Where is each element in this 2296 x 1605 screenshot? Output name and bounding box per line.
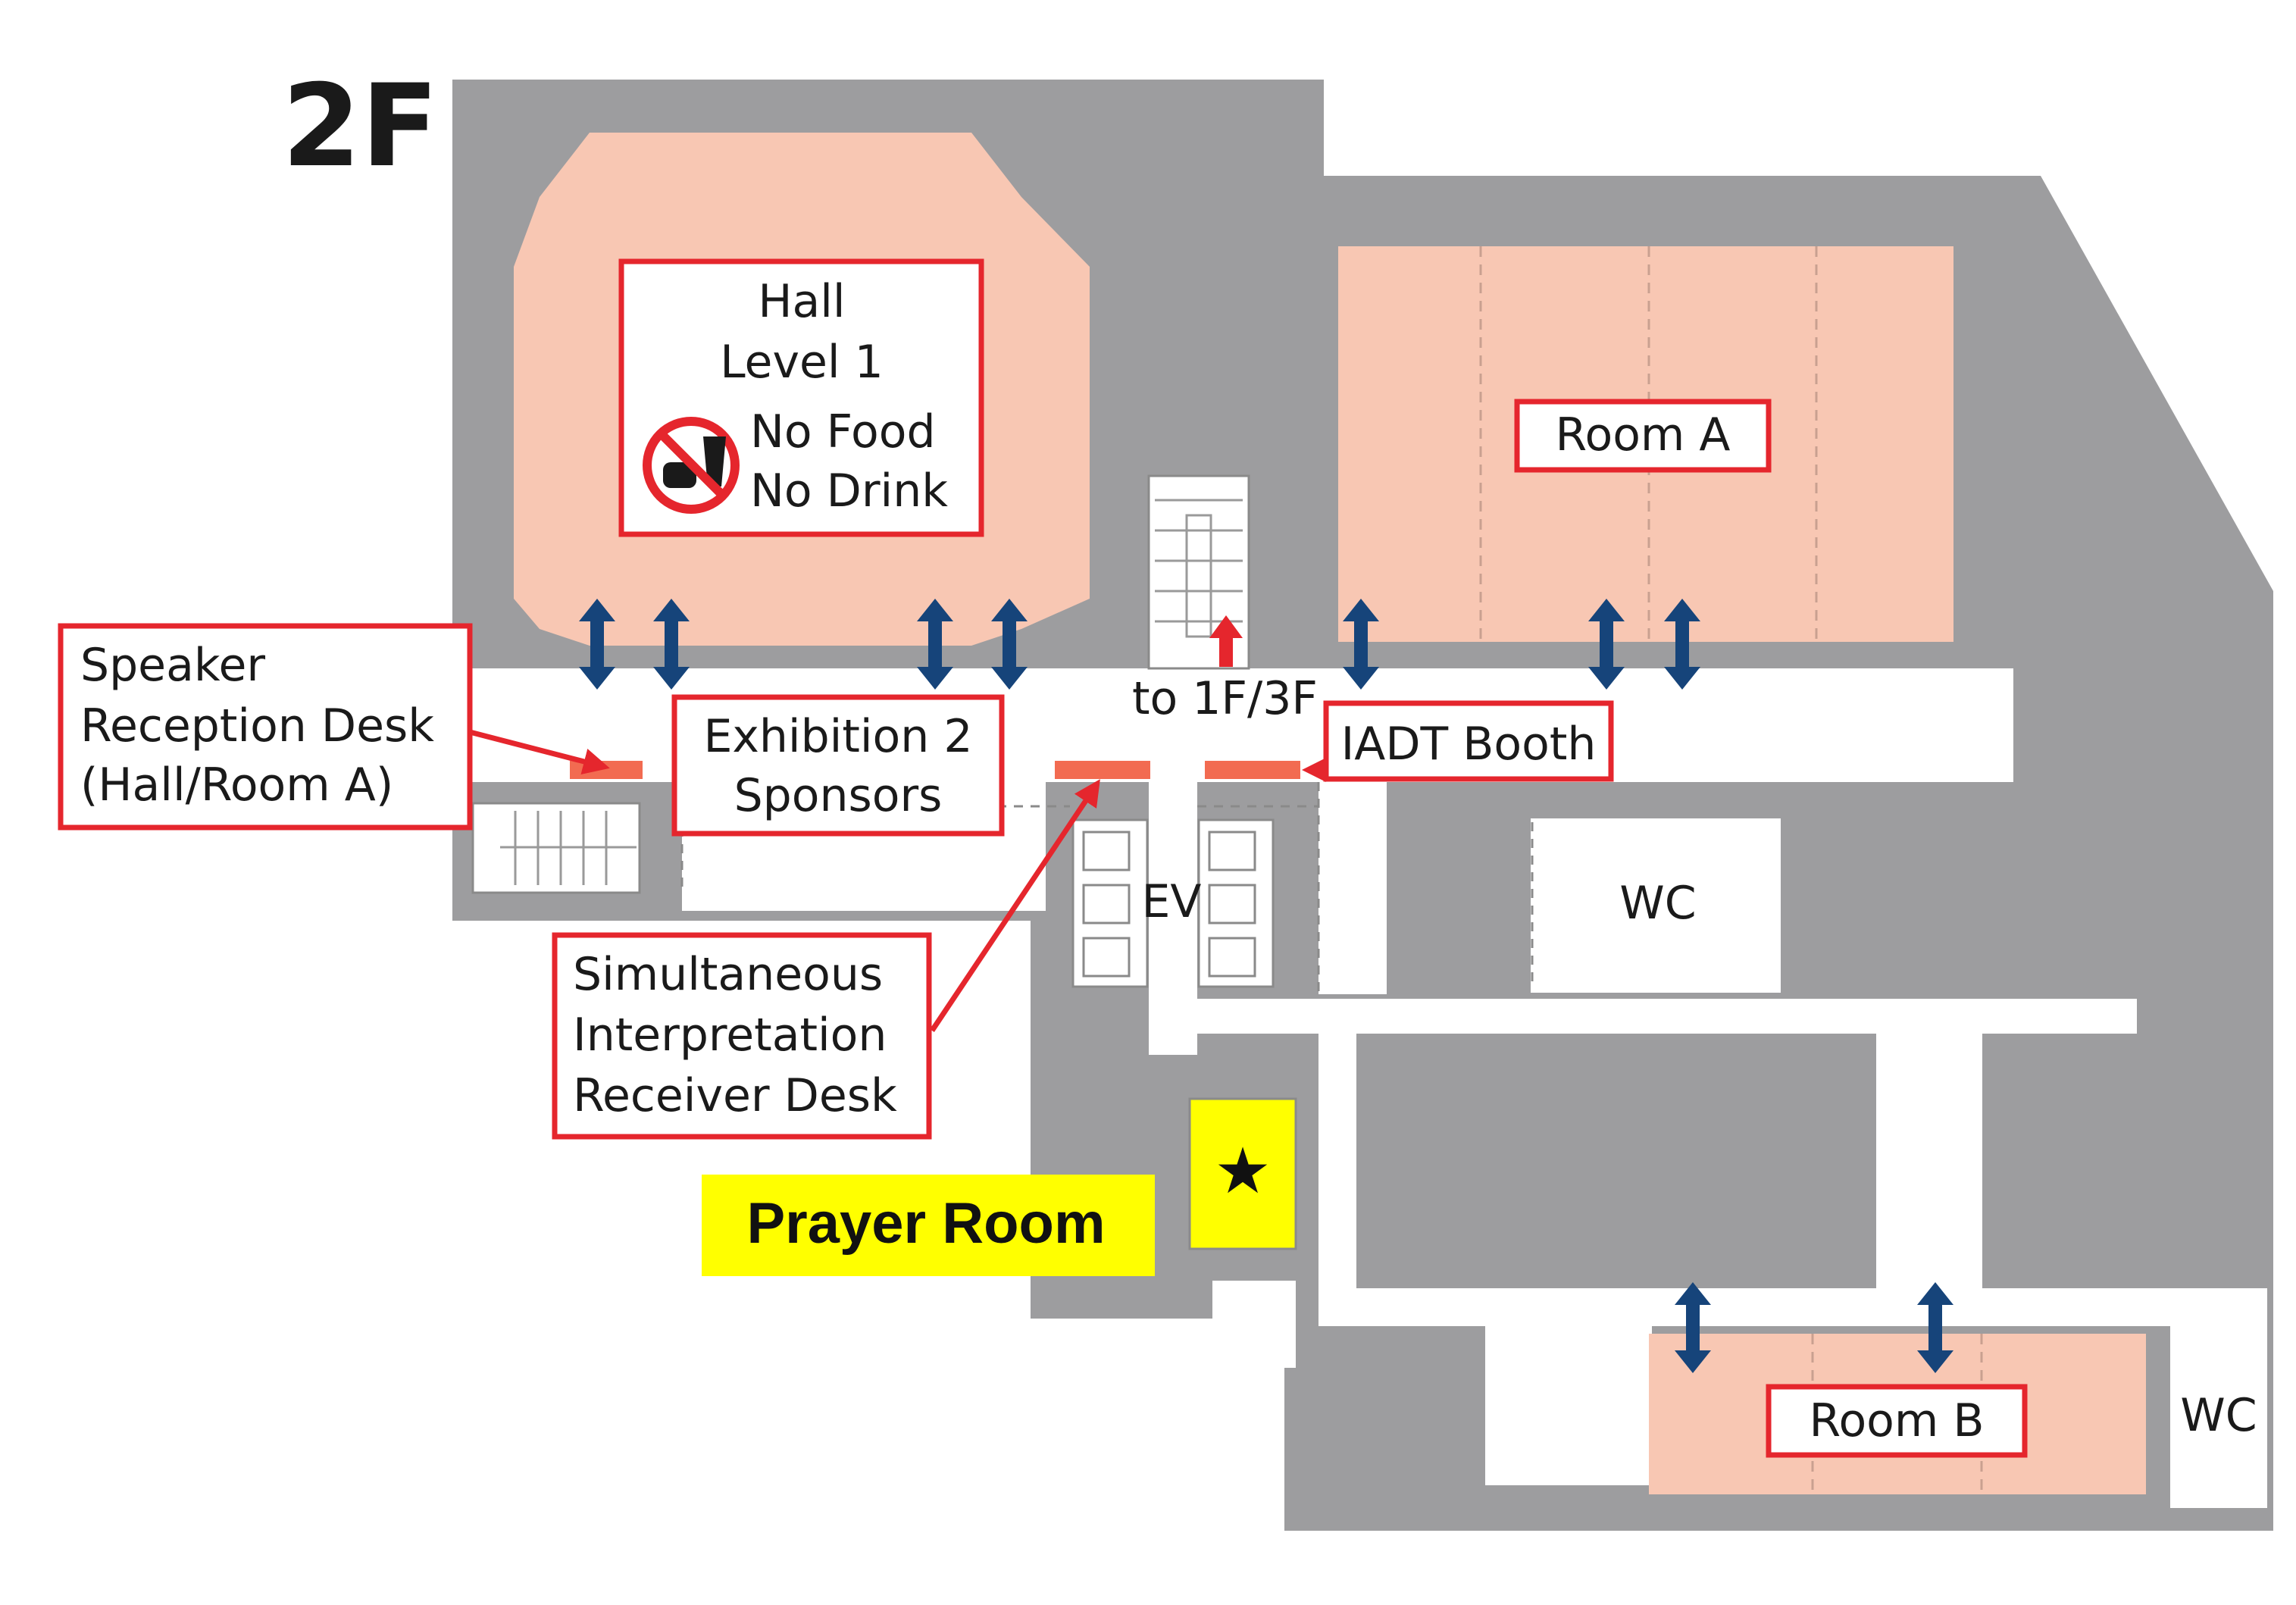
desk-markers <box>570 761 1300 779</box>
dashed-outlines <box>680 782 1534 993</box>
exhibition-line2: Sponsors <box>734 769 943 822</box>
hall-no-drink: No Drink <box>750 465 948 518</box>
room-a-label: Room A <box>1556 408 1731 461</box>
elevator-block <box>1071 818 1275 988</box>
interpretation-desk-marker <box>1055 761 1150 779</box>
hall-title: Hall <box>758 275 845 328</box>
exhibition-label-box <box>671 694 1005 837</box>
interpretation-line3: Receiver Desk <box>573 1069 897 1122</box>
room-a-label-box <box>1514 399 1772 473</box>
speaker-desk-line3: (Hall/Room A) <box>80 759 393 812</box>
iadt-pointer <box>1302 758 1326 782</box>
wc-right-label: WC <box>2180 1389 2257 1442</box>
corridors <box>452 668 2267 1508</box>
interior-blocks <box>1361 803 1873 1287</box>
interpretation-label-box <box>552 932 932 1140</box>
hall-no-food: No Food <box>750 405 936 458</box>
prayer-room-star-icon: ★ <box>1214 1134 1271 1208</box>
iadt-label: IADT Booth <box>1341 718 1597 771</box>
room-a-partitions <box>1479 246 1818 642</box>
staircase <box>1147 474 1250 670</box>
speaker-desk-marker <box>570 761 643 779</box>
stairs-up-arrow <box>1209 615 1243 667</box>
pointer-lines <box>469 729 1100 1032</box>
room-b-label: Room B <box>1809 1394 1984 1447</box>
interpretation-line1: Simultaneous <box>573 948 883 1001</box>
speaker-desk-line2: Reception Desk <box>80 699 434 752</box>
no-food-no-drink-icon <box>643 417 740 514</box>
escalator-steps <box>500 811 637 885</box>
staircase-steps <box>1155 499 1243 638</box>
floor-label: 2F <box>282 61 439 192</box>
iadt-desk-marker <box>1205 761 1300 779</box>
room-b-label-box <box>1766 1384 2028 1458</box>
speaker-desk-label-box <box>58 623 473 831</box>
prayer-room-label-box <box>702 1175 1155 1276</box>
iadt-label-box <box>1323 700 1614 782</box>
wc-center-label: WC <box>1619 877 1696 930</box>
speaker-desk-line1: Speaker <box>80 639 265 692</box>
interpretation-line2: Interpretation <box>573 1009 887 1062</box>
exhibition-line1: Exhibition 2 <box>703 710 972 763</box>
prayer-room-label: Prayer Room <box>746 1191 1105 1256</box>
stairs-label: to 1F/3F <box>1132 672 1318 725</box>
door-arrows <box>579 599 1953 1373</box>
prayer-room-area <box>1188 1097 1297 1250</box>
hall-level: Level 1 <box>720 336 884 389</box>
elevator-label: EV <box>1142 875 1202 928</box>
